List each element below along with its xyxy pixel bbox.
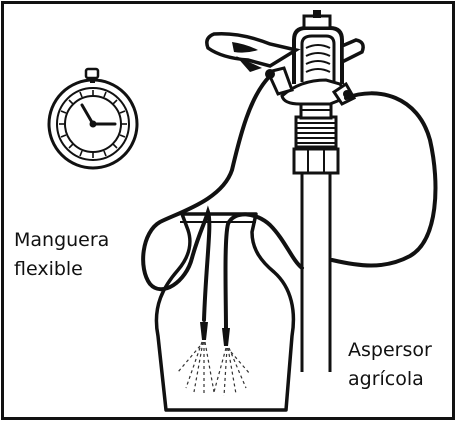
sprinkler-label: Aspersor agrícola [348, 336, 432, 394]
stopwatch-icon [49, 69, 137, 168]
riser-pipe [302, 172, 330, 372]
sprinkler-label-line1: Aspersor [348, 336, 432, 365]
sprinkler-head-icon [207, 10, 363, 173]
hose-label: Manguera flexible [14, 226, 109, 284]
hose-label-line2: flexible [14, 255, 109, 284]
water-spray [178, 342, 250, 396]
sprinkler-label-line2: agrícola [348, 365, 432, 394]
hose-label-line1: Manguera [14, 226, 109, 255]
